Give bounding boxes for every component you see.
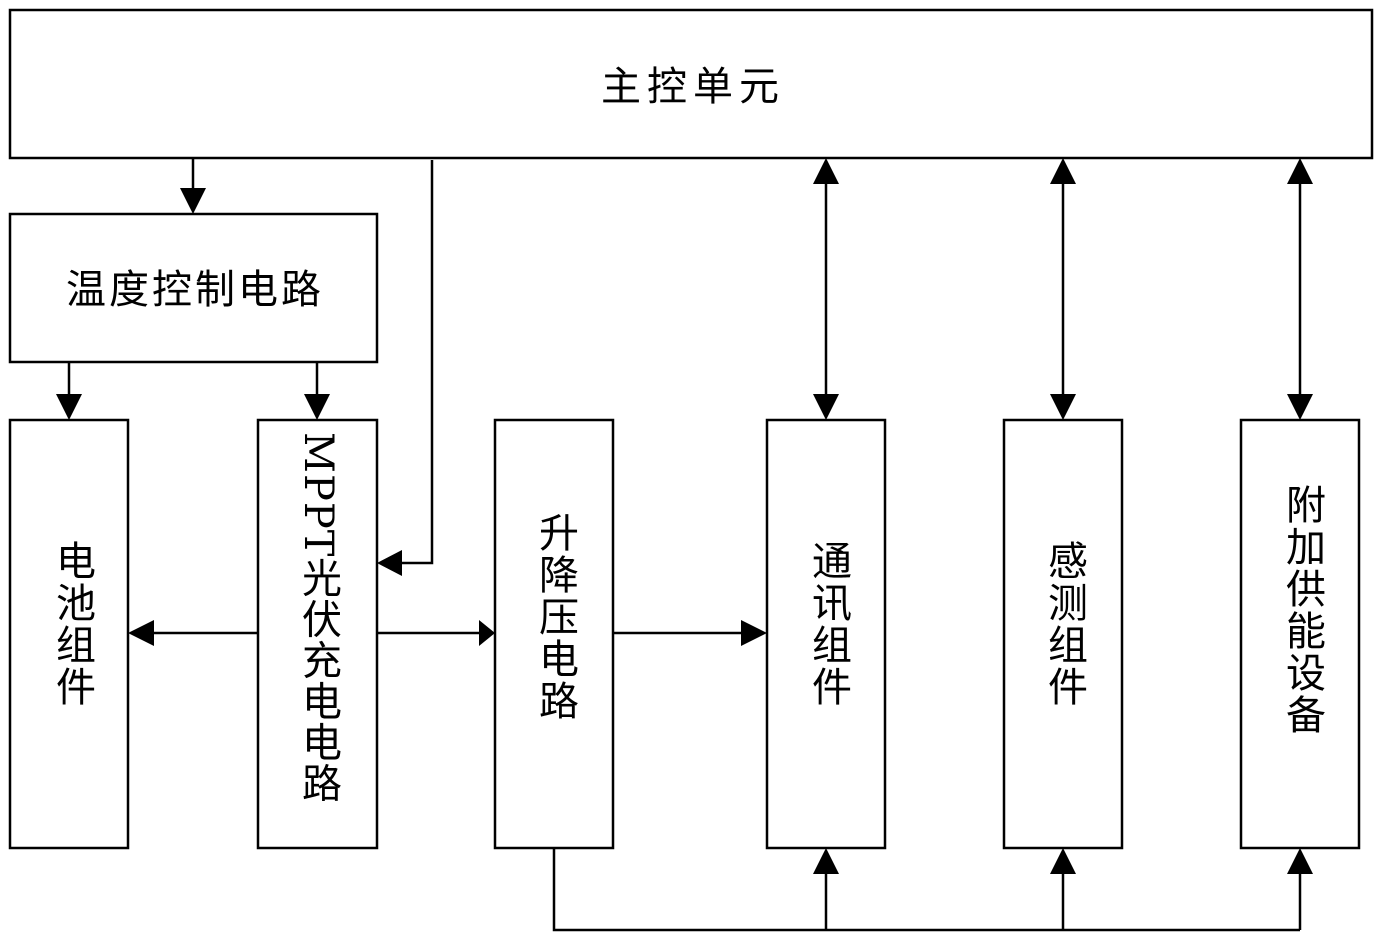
buck-boost-block: 升降压电路 bbox=[493, 418, 615, 850]
communication-label: 通讯组件 bbox=[805, 540, 851, 708]
arrow-mppt-to-buckboost bbox=[377, 620, 495, 646]
arrow-bus-to-communication bbox=[813, 848, 839, 930]
arrow-main-to-mppt bbox=[377, 160, 434, 576]
temp-control-label: 温度控制电路 bbox=[66, 267, 324, 313]
sensing-block: 感测组件 bbox=[1002, 418, 1124, 850]
arrow-mppt-to-battery bbox=[128, 620, 258, 646]
arrow-main-communication-bidirectional bbox=[813, 158, 839, 420]
temp-control-block: 温度控制电路 bbox=[8, 212, 379, 364]
sensing-label: 感测组件 bbox=[1041, 540, 1087, 708]
arrow-main-to-temp bbox=[180, 158, 206, 214]
arrow-temp-to-battery bbox=[56, 362, 82, 420]
buck-boost-label: 升降压电路 bbox=[532, 512, 578, 722]
aux-power-block: 附加供能设备 bbox=[1239, 418, 1361, 850]
battery-block: 电池组件 bbox=[8, 418, 130, 850]
arrow-bus-to-sensing bbox=[1050, 848, 1076, 930]
bottom-power-bus bbox=[552, 848, 1300, 932]
arrow-temp-to-mppt bbox=[304, 362, 330, 420]
arrow-main-aux-bidirectional bbox=[1287, 158, 1313, 420]
communication-block: 通讯组件 bbox=[765, 418, 887, 850]
battery-label: 电池组件 bbox=[49, 540, 95, 708]
mppt-block: MPPT光伏充电电路 bbox=[256, 418, 379, 850]
main-control-label: 主控单元 bbox=[601, 64, 785, 110]
aux-power-label: 附加供能设备 bbox=[1279, 484, 1326, 736]
arrow-bus-to-aux bbox=[1287, 848, 1313, 930]
mppt-label: MPPT光伏充电电路 bbox=[295, 432, 341, 803]
main-control-block: 主控单元 bbox=[8, 8, 1374, 160]
arrow-buckboost-to-communication bbox=[613, 620, 767, 646]
arrow-main-sensing-bidirectional bbox=[1050, 158, 1076, 420]
